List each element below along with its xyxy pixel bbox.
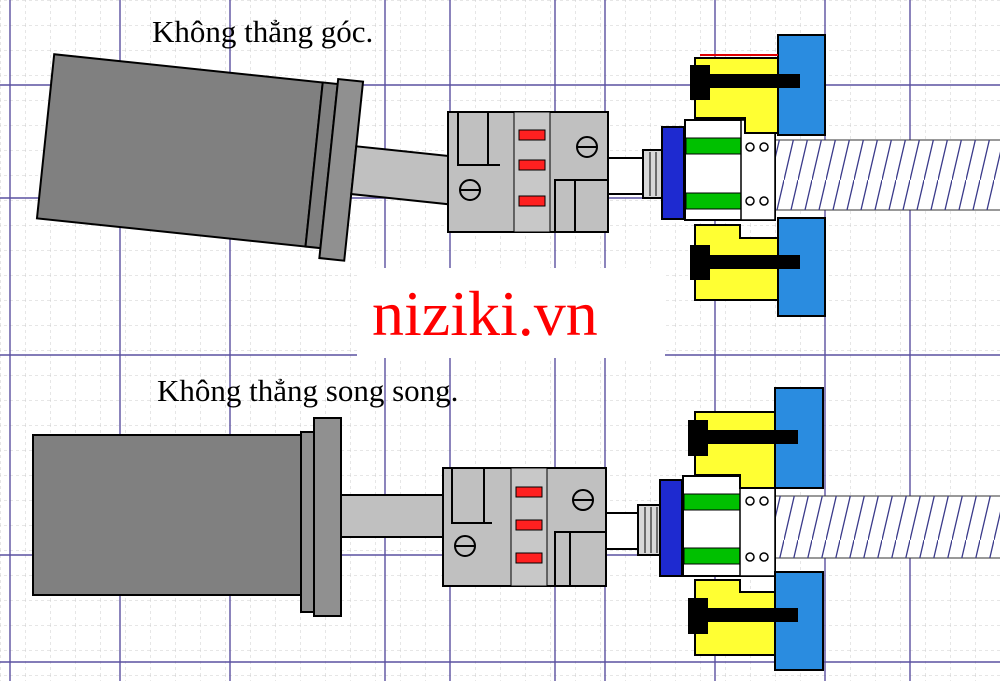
jaw-coupling — [447, 111, 609, 233]
caption-top: Không thẳng góc. — [152, 14, 373, 49]
bearing-block — [684, 119, 776, 221]
motor-body — [35, 53, 457, 262]
parallel-misalignment-assembly — [32, 387, 1000, 671]
screw-icon — [454, 535, 476, 557]
screw-icon — [576, 136, 598, 158]
screw-icon — [572, 489, 594, 511]
lead-screw — [774, 139, 1000, 211]
screw-icon — [459, 179, 481, 201]
upper-bracket — [688, 387, 824, 489]
watermark-text: niziki.vn — [372, 278, 598, 349]
lower-bracket — [688, 571, 824, 671]
bearing-block — [682, 475, 776, 577]
lock-nut — [661, 126, 685, 220]
lower-bracket — [690, 217, 826, 317]
lead-screw — [774, 495, 1000, 559]
caption-bottom: Không thẳng song song. — [157, 373, 458, 408]
upper-bracket — [690, 34, 826, 136]
lock-nut — [659, 479, 683, 577]
jaw-coupling — [442, 467, 607, 587]
angular-misalignment-assembly — [35, 34, 1000, 317]
motor-body — [32, 417, 445, 617]
watermark-backdrop — [357, 268, 665, 358]
